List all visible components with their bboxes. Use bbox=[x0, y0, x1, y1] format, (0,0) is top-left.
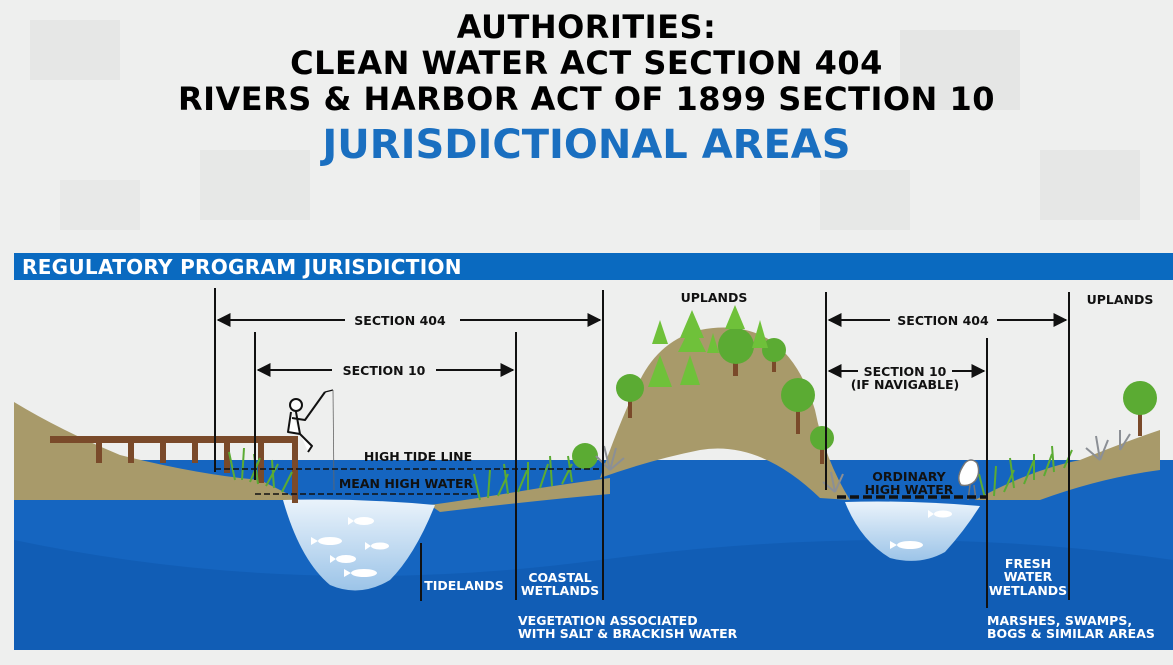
label-section10-left: SECTION 10 bbox=[343, 363, 426, 378]
label-marshes-2: BOGS & SIMILAR AREAS bbox=[987, 626, 1155, 641]
label-if-navigable: (IF NAVIGABLE) bbox=[851, 377, 960, 392]
label-fresh-water-wetlands-2: WATER bbox=[1004, 569, 1053, 584]
label-coastal-wetlands-2: WETLANDS bbox=[521, 583, 599, 598]
label-mean-high-water: MEAN HIGH WATER bbox=[339, 476, 474, 491]
label-tidelands: TIDELANDS bbox=[424, 578, 504, 593]
label-fresh-water-wetlands-3: WETLANDS bbox=[989, 583, 1067, 598]
label-section404-left: SECTION 404 bbox=[354, 313, 446, 328]
label-uplands-center: UPLANDS bbox=[681, 290, 748, 305]
left-bank bbox=[14, 402, 300, 500]
label-ordinary-high-water-2: HIGH WATER bbox=[865, 482, 954, 497]
label-high-tide-line: HIGH TIDE LINE bbox=[364, 449, 472, 464]
label-uplands-right: UPLANDS bbox=[1087, 292, 1154, 307]
label-vegetation-2: WITH SALT & BRACKISH WATER bbox=[518, 626, 738, 641]
label-section404-right: SECTION 404 bbox=[897, 313, 989, 328]
